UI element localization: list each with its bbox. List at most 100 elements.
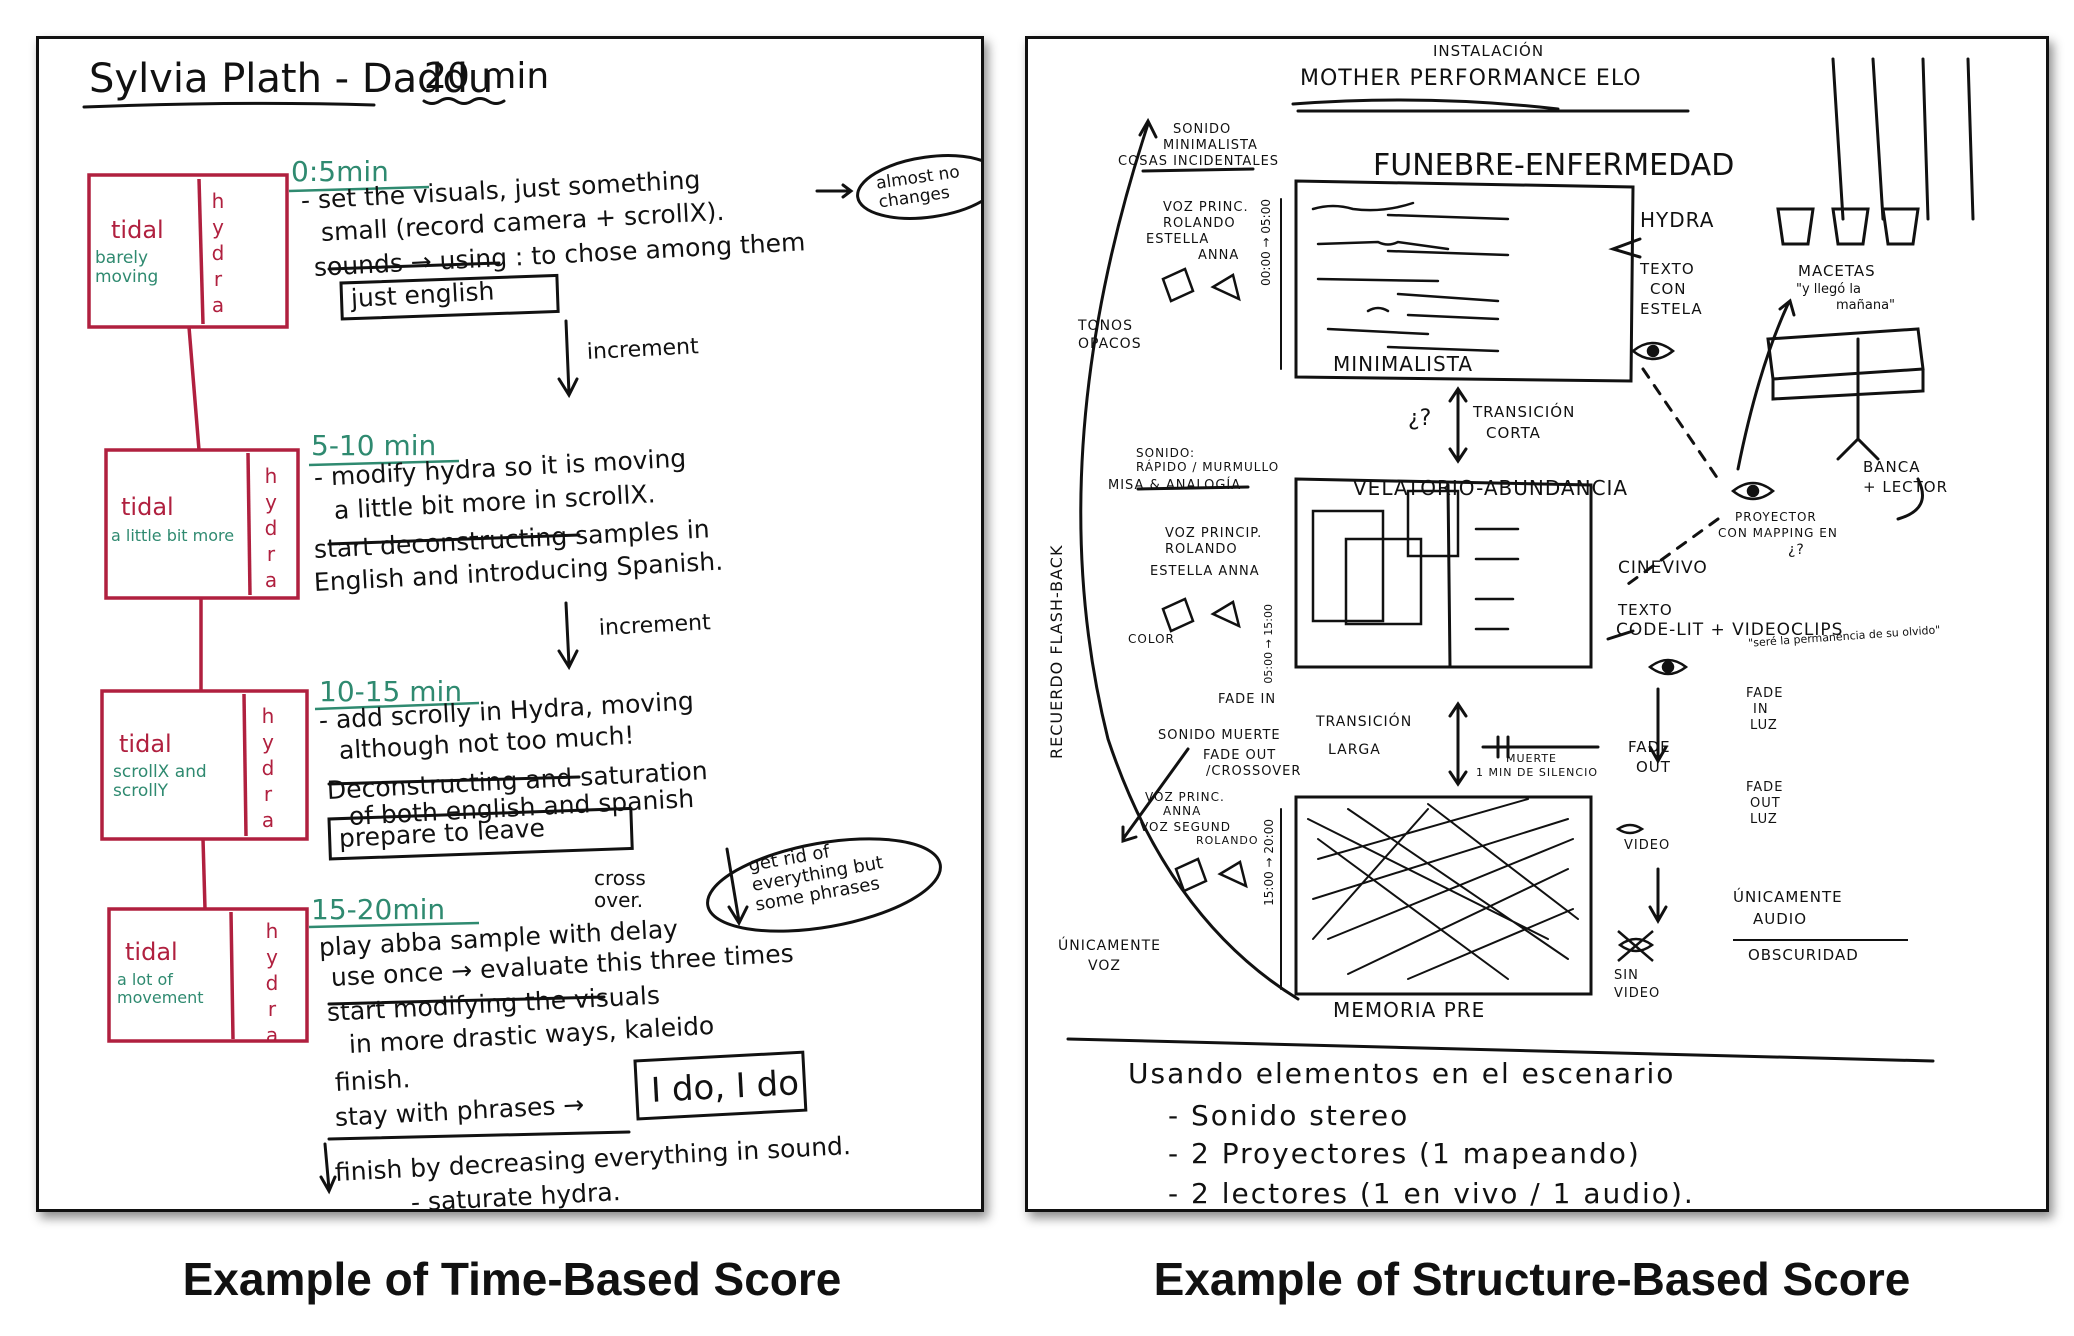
- color-label: COLOR: [1128, 632, 1175, 646]
- header-underline: [1291, 98, 1690, 113]
- cinevivo-label: CINEVIVO: [1618, 558, 1708, 578]
- title-underline: [82, 101, 376, 109]
- scene1-text-lines: [1311, 201, 1510, 353]
- fade-out-luz-label: LUZ: [1750, 812, 1778, 827]
- voice-label: VOZ PRINCIP.: [1165, 526, 1263, 541]
- voice-label: ROLANDO: [1163, 216, 1236, 231]
- videoclips-label: CODE-LIT + VIDEOCLIPS: [1616, 620, 1844, 640]
- structure-based-score-sheet: INSTALACIÓN MOTHER PERFORMANCE ELO SONID…: [1025, 36, 2049, 1212]
- banca-label: + LECTOR: [1863, 478, 1949, 496]
- only-audio-label: ÚNICAMENTE: [1733, 888, 1843, 906]
- header-small: INSTALACIÓN: [1433, 42, 1545, 60]
- tones-label: OPACOS: [1078, 336, 1142, 352]
- time-based-caption: Example of Time-Based Score: [182, 1253, 842, 1305]
- transition-label: LARGA: [1328, 742, 1381, 758]
- projector-beam: [1641, 367, 1720, 481]
- scene1-time: 00:00 → 05:00: [1259, 199, 1273, 286]
- score-drawing: [82, 97, 981, 1195]
- macetas-label: MACETAS: [1798, 262, 1876, 280]
- divider-line: [1066, 1037, 1935, 1063]
- transition-label: TRANSICIÓN: [1316, 714, 1413, 730]
- box-main-label: tidal: [111, 216, 164, 244]
- fade-label: SONIDO MUERTE: [1158, 728, 1281, 743]
- tones-label: TONOS: [1078, 318, 1133, 334]
- fade-in-luz-label: IN: [1753, 702, 1769, 717]
- fade-label: FADE OUT: [1203, 748, 1277, 763]
- header-title: MOTHER PERFORMANCE ELO: [1300, 66, 1642, 91]
- boxed-note-3: [327, 806, 634, 861]
- voice-label: ESTELLA ANNA: [1150, 564, 1260, 579]
- box-sub-label: barely moving: [95, 248, 159, 287]
- transition-label: CORTA: [1486, 424, 1541, 442]
- score-duration: 20 min: [424, 56, 550, 97]
- box-sub-label: scrollX and scrollY: [113, 762, 207, 801]
- macetas-quote: "y llegó la: [1796, 282, 1861, 297]
- scene1-bottom-label: MINIMALISTA: [1333, 352, 1474, 376]
- increment-arrow-2: [557, 601, 579, 671]
- box-sub-label: a little bit more: [111, 526, 235, 545]
- scene1-title: FUNEBRE-ENFERMEDAD: [1373, 148, 1735, 183]
- sound-note: RÁPIDO / MURMULLO: [1136, 460, 1280, 474]
- hydra-label: HYDRA: [1640, 208, 1715, 232]
- flashback-label: RECUERDO FLASH-BACK: [1047, 544, 1066, 759]
- darkness-label: OBSCURIDAD: [1748, 946, 1859, 964]
- text-label: TEXTO: [1618, 601, 1673, 619]
- silence-label: 1 MIN DE SILENCIO: [1476, 766, 1598, 779]
- element-item: - 2 Proyectores (1 mapeando): [1168, 1137, 1641, 1170]
- section-time: 10-15 min: [319, 675, 463, 708]
- short-transition-arrow: [1448, 386, 1468, 464]
- silence-label: MUERTE: [1506, 752, 1558, 765]
- section-time: 5-10 min: [311, 429, 437, 462]
- boxed-note-1: [339, 273, 560, 321]
- box-main-label: tidal: [121, 493, 174, 521]
- box-sub-label: a lot of movement: [117, 970, 204, 1007]
- divider: [1733, 939, 1908, 941]
- voice-label: VOZ PRINC.: [1145, 790, 1225, 804]
- transition-label: TRANSICIÓN: [1473, 403, 1576, 421]
- element-item: - Sonido stereo: [1168, 1099, 1410, 1132]
- scene3-title: MEMORIA PRE: [1333, 998, 1486, 1022]
- sound-note: COSAS INCIDENTALES: [1118, 154, 1280, 169]
- bubble-3: [706, 837, 942, 933]
- scene1-box: [1294, 179, 1635, 383]
- no-video-label: VIDEO: [1614, 986, 1661, 1001]
- note-line: finish.: [334, 1064, 412, 1097]
- time-based-score-sheet: Sylvia Plath - Daddu 20 min 0:5min tidal…: [36, 36, 984, 1212]
- sound-note: MISA & ANALOGÍA: [1108, 478, 1242, 493]
- voice-label: VOZ SEGUND: [1140, 820, 1231, 834]
- boxed-note-4: [633, 1050, 808, 1121]
- increment-arrow-1: [557, 319, 579, 399]
- video-label: VIDEO: [1624, 838, 1671, 853]
- fade-label: /CROSSOVER: [1206, 764, 1302, 779]
- fade-out-label: FADE: [1628, 738, 1671, 756]
- projector-label: ¿?: [1788, 542, 1805, 558]
- voice-label: ANNA: [1198, 248, 1240, 263]
- only-voice-label: ÚNICAMENTE: [1058, 938, 1161, 954]
- only-audio-label: AUDIO: [1753, 910, 1808, 928]
- box-main-label: tidal: [119, 730, 172, 758]
- voice-label: ANNA: [1163, 804, 1202, 818]
- text-label: ESTELA: [1640, 300, 1703, 318]
- element-item: - 2 lectores (1 en vivo / 1 audio).: [1168, 1177, 1695, 1210]
- score-drawing: [1066, 57, 1975, 1063]
- voice-label: VOZ PRINC.: [1163, 200, 1249, 215]
- fade-out-luz-label: FADE: [1746, 780, 1784, 795]
- boxed-note: I do, I do: [650, 1063, 800, 1111]
- box-side-label: hydra: [206, 189, 230, 319]
- voice-label: ROLANDO: [1196, 834, 1259, 847]
- sound-note: SONIDO: [1173, 122, 1232, 137]
- sound-note: SONIDO:: [1136, 446, 1196, 460]
- fade-in-luz-label: LUZ: [1750, 718, 1778, 733]
- box-side-label: hydra: [256, 704, 280, 834]
- structure-based-caption: Example of Structure-Based Score: [1153, 1253, 1911, 1305]
- score-title: Sylvia Plath - Daddu: [89, 56, 494, 102]
- scene2-title: VELATORIO-ABUNDANCIA: [1353, 476, 1629, 500]
- text-label: TEXTO: [1640, 260, 1695, 278]
- fade-label: FADE IN: [1218, 692, 1277, 707]
- scene3-box: [1294, 795, 1593, 996]
- flashback-arc: [1079, 122, 1300, 1001]
- fade-in-luz-label: FADE: [1746, 686, 1784, 701]
- only-voice-label: VOZ: [1088, 958, 1121, 974]
- scene3-time: 15:00 → 20:00: [1262, 819, 1276, 906]
- sound-note: MINIMALISTA: [1163, 138, 1258, 153]
